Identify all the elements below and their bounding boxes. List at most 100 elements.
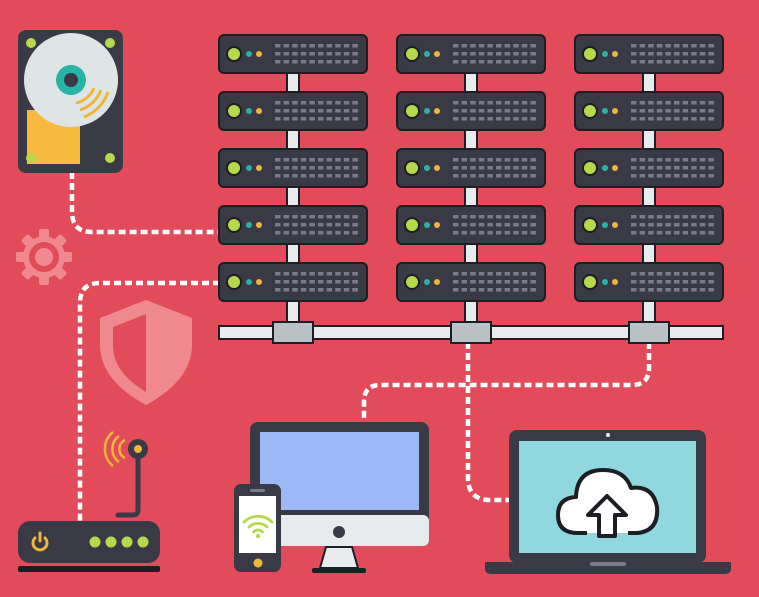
server-vent-slot xyxy=(521,174,528,178)
server-vent-slot xyxy=(478,288,485,292)
server-vent-slot xyxy=(461,174,468,178)
server-vent-slot xyxy=(470,117,476,121)
gear-icon xyxy=(16,229,72,285)
server-vent-slot xyxy=(300,223,307,227)
server-vent-slot xyxy=(521,117,528,121)
server-vent-slot xyxy=(708,109,714,113)
server-vent-slot xyxy=(708,280,714,284)
server-vent-slot xyxy=(674,101,680,105)
server-vent-slot xyxy=(335,158,341,162)
server-vent-slot xyxy=(352,231,358,235)
server-vent-slot xyxy=(691,158,697,162)
router-led xyxy=(121,536,133,548)
server-power-led xyxy=(582,160,598,176)
server-vent-slot xyxy=(496,158,502,162)
server-vent-slot xyxy=(496,52,502,56)
server-vent-slot xyxy=(699,174,706,178)
server-vent-slot xyxy=(318,215,324,219)
server-vent-slot xyxy=(478,158,485,162)
wifi-icon xyxy=(242,514,274,539)
server-vent-slot xyxy=(691,223,697,227)
server-vent-slot xyxy=(335,117,341,121)
server-vent-slot xyxy=(513,280,519,284)
server-vent-slot xyxy=(292,166,298,170)
server-vent-slot xyxy=(496,215,502,219)
server-vent-slot xyxy=(639,272,646,276)
server-vent-slot xyxy=(343,60,350,64)
server-vent-slot xyxy=(335,280,341,284)
server-vent-slot xyxy=(309,280,315,284)
server-vent-slot xyxy=(631,101,637,105)
server-vent-slot xyxy=(453,280,459,284)
server-unit xyxy=(396,91,546,131)
server-vent-slot xyxy=(292,223,298,227)
server-power-led xyxy=(404,103,420,119)
server-vent-slot xyxy=(453,109,459,113)
server-power-led xyxy=(226,274,242,290)
server-unit xyxy=(574,34,724,74)
server-vent-slot xyxy=(453,60,459,64)
monitor-stand xyxy=(318,546,360,569)
server-power-led xyxy=(226,46,242,62)
server-vent-slot xyxy=(487,109,493,113)
server-activity-led xyxy=(612,51,618,57)
server-vent-slot xyxy=(487,158,493,162)
server-vent-slot xyxy=(300,101,307,105)
server-vent-slot xyxy=(309,272,315,276)
server-vent-slot xyxy=(530,109,536,113)
router-antenna-led xyxy=(134,445,142,453)
server-status-led xyxy=(424,222,430,228)
server-vent-slot xyxy=(682,288,689,292)
server-vent-slot xyxy=(283,215,290,219)
server-vent-slot xyxy=(674,215,680,219)
server-vent-slot xyxy=(461,215,468,219)
server-vent-slot xyxy=(521,272,528,276)
server-vent-slot xyxy=(309,288,315,292)
server-vent-slot xyxy=(470,166,476,170)
hard-drive-screw xyxy=(26,38,36,48)
server-vent-slot xyxy=(318,174,324,178)
server-vent-slot xyxy=(639,158,646,162)
server-activity-led xyxy=(434,279,440,285)
server-vent-slot xyxy=(275,223,281,227)
server-vent-slot xyxy=(453,158,459,162)
server-vent-slot xyxy=(674,231,680,235)
server-vent-slot xyxy=(326,52,333,56)
server-vent-slot xyxy=(453,44,459,48)
server-vent-slot xyxy=(335,288,341,292)
network-bus xyxy=(218,321,724,344)
server-vent-slot xyxy=(682,223,689,227)
server-vent-slot xyxy=(478,101,485,105)
server-vent-slot xyxy=(318,231,324,235)
server-vent-slot xyxy=(521,215,528,219)
server-vent-slot xyxy=(461,117,468,121)
server-vent-slot xyxy=(530,52,536,56)
server-vent-slot xyxy=(470,109,476,113)
server-vent-slot xyxy=(283,60,290,64)
server-vent-slot xyxy=(691,60,697,64)
server-unit xyxy=(218,91,368,131)
server-vent-slot xyxy=(674,166,680,170)
server-activity-led xyxy=(256,222,262,228)
server-vent-slot xyxy=(300,60,307,64)
server-vent-slot xyxy=(504,272,511,276)
server-vent-slot xyxy=(631,215,637,219)
server-vent-slot xyxy=(496,109,502,113)
server-vent-slot xyxy=(699,215,706,219)
server-vent-slot xyxy=(699,158,706,162)
server-vent-slot xyxy=(453,223,459,227)
server-vent-slot xyxy=(639,166,646,170)
server-vent-slot xyxy=(300,44,307,48)
server-unit xyxy=(574,91,724,131)
smartphone xyxy=(234,484,281,572)
server-vent-slot xyxy=(513,174,519,178)
server-vent-slot xyxy=(530,280,536,284)
server-vent-slot xyxy=(275,52,281,56)
server-vent-slot xyxy=(453,215,459,219)
server-vent-slot xyxy=(656,280,663,284)
server-vent-slot xyxy=(352,44,358,48)
server-vent-slot xyxy=(478,109,485,113)
server-vent-slot xyxy=(631,174,637,178)
server-vent-slot xyxy=(513,215,519,219)
server-vent-slot xyxy=(504,280,511,284)
